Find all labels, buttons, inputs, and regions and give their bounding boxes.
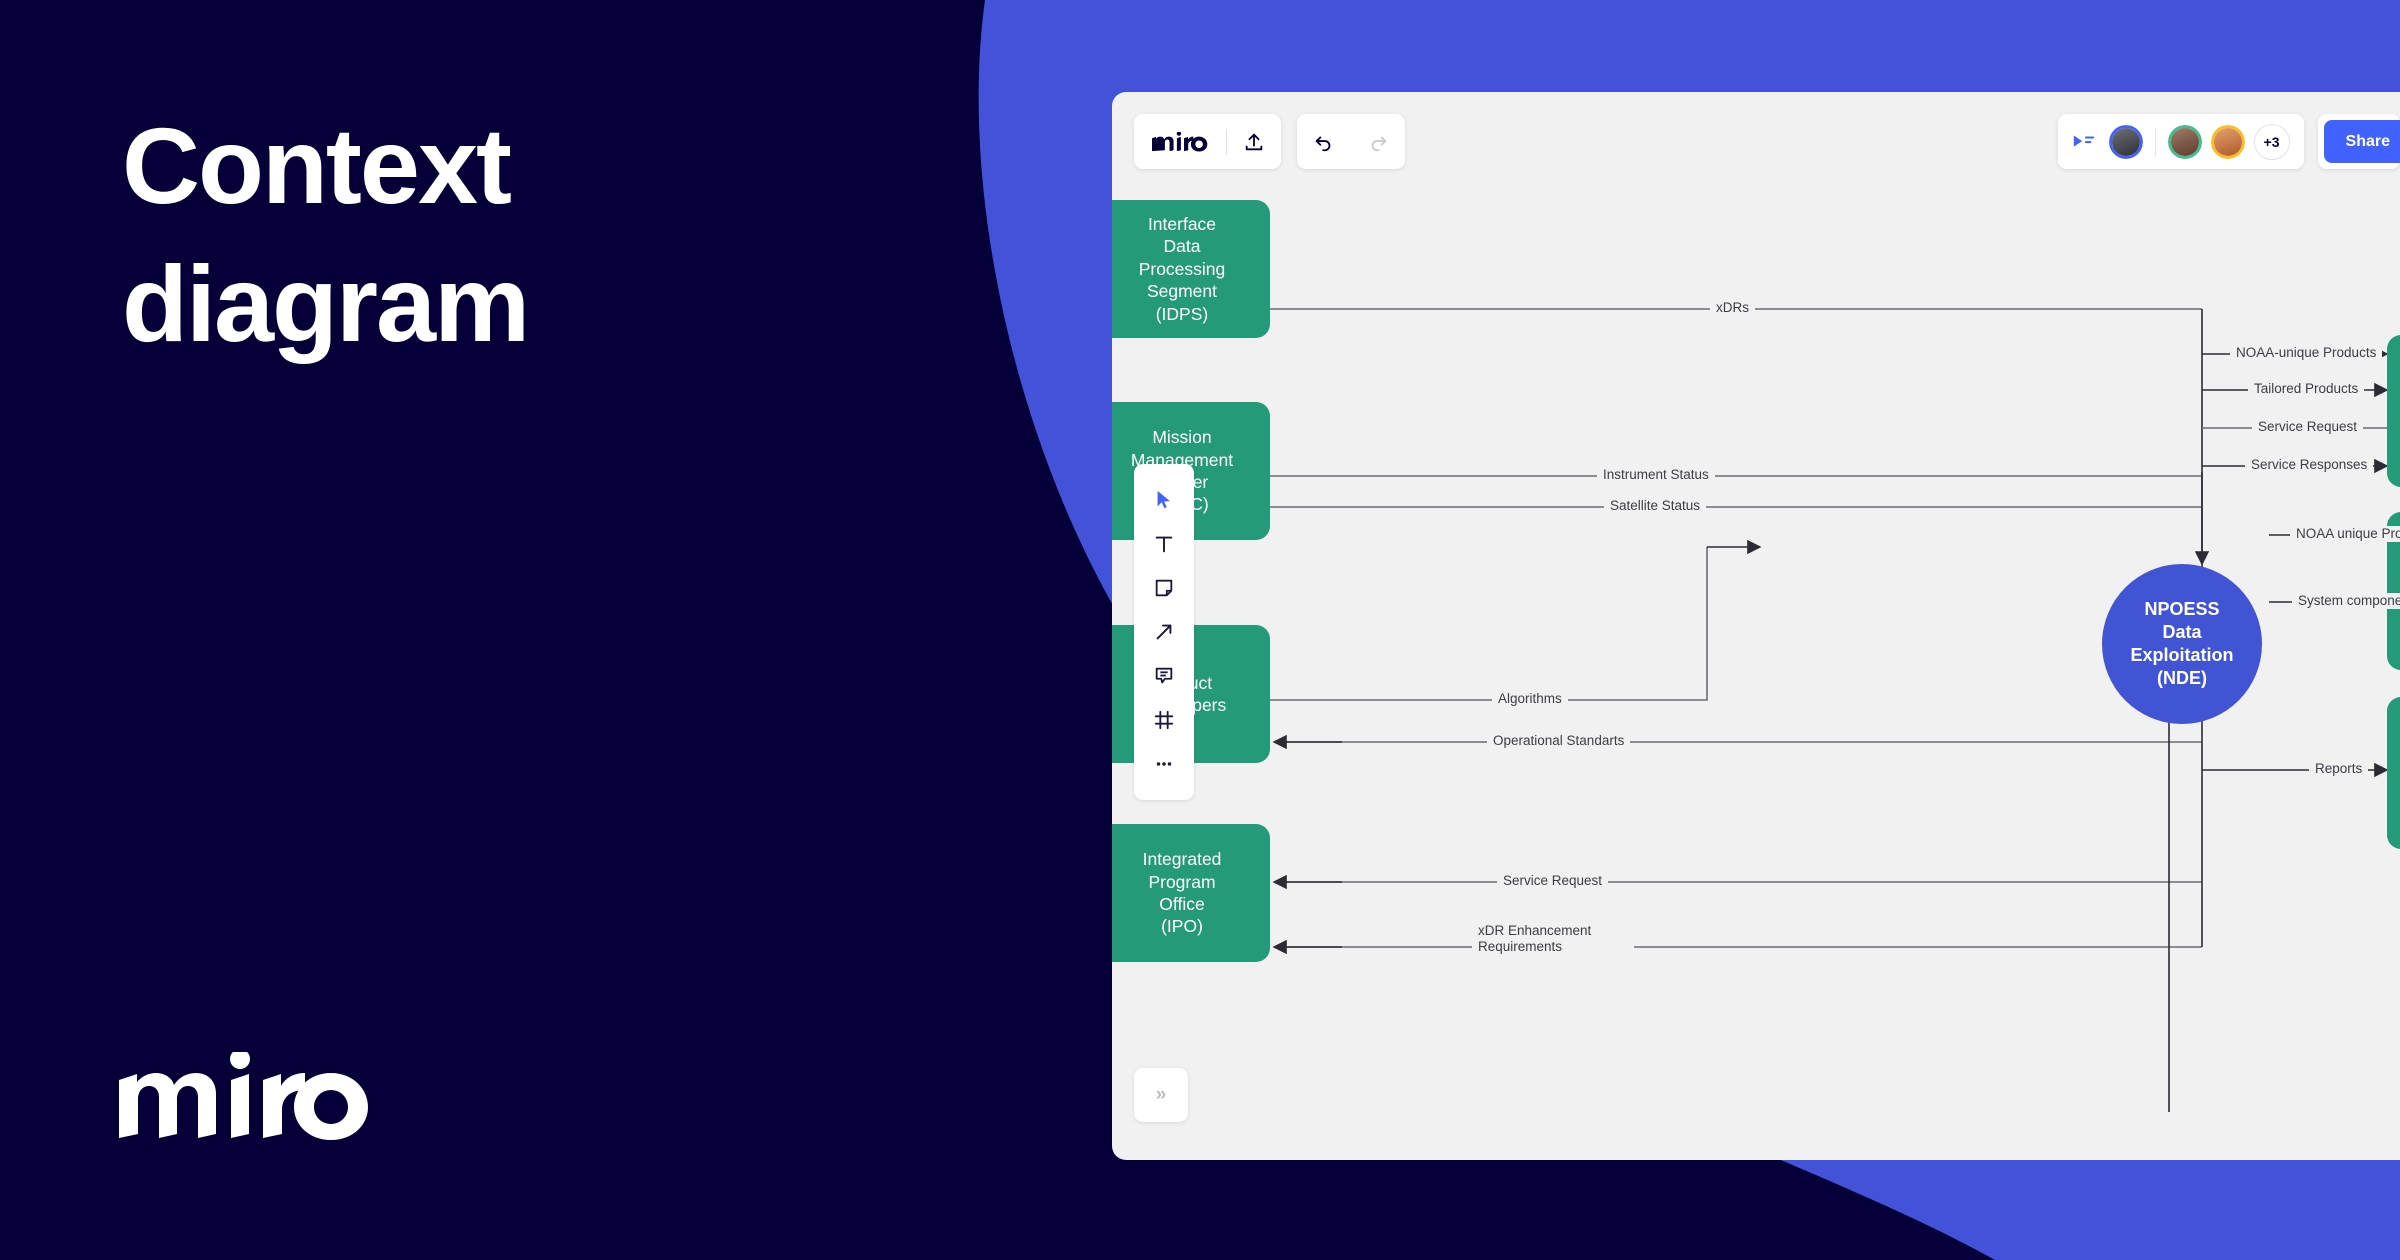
history-bar: [1297, 114, 1405, 169]
miro-board-window: Interface Data Processing Segment (IDPS)…: [1112, 92, 2400, 1160]
avatar-divider: [2154, 127, 2156, 156]
node-idps-line-3: Processing: [1138, 258, 1226, 279]
page-title-line-1: Context: [122, 105, 512, 226]
upload-icon: [1245, 133, 1263, 150]
edge-label-noaa-unique-products-customers: NOAA-unique Products: [2230, 345, 2383, 362]
node-idps-line-1: Interface: [1147, 214, 1217, 235]
node-ipo-line-2: Program: [1148, 871, 1216, 892]
edge-label-service-request-ipo: Service Request: [1497, 873, 1609, 890]
edge-label-satellite-status: Satellite Status: [1604, 498, 1707, 515]
edge-label-tailored-products: Tailored Products: [2248, 381, 2365, 398]
frame-tool-button[interactable]: [1134, 698, 1194, 742]
sticky-note-tool-button[interactable]: [1134, 566, 1194, 610]
board-top-toolbar: [1134, 114, 1405, 169]
text-tool-button[interactable]: [1134, 522, 1194, 566]
undo-icon: [1315, 136, 1331, 151]
select-tool-button[interactable]: [1134, 478, 1194, 522]
avatar-overflow-count[interactable]: +3: [2253, 123, 2290, 160]
edge-label-xdr-enh-line-1: xDR Enhancement: [1478, 923, 1592, 938]
sticky-note-icon: [1155, 579, 1173, 597]
share-button[interactable]: Share: [2323, 120, 2400, 163]
avatar-2[interactable]: [2210, 124, 2245, 159]
avatar-self[interactable]: [2108, 124, 2143, 159]
arrow-icon: [1156, 624, 1172, 640]
miro-logo-icon: [1152, 131, 1208, 152]
collaborators-bar: +3: [2057, 114, 2304, 169]
redo-button[interactable]: [1351, 114, 1405, 169]
comment-icon: [1155, 667, 1173, 684]
avatar-1[interactable]: [2167, 124, 2202, 159]
miro-brand-logo: [119, 1052, 368, 1140]
miro-logo-button[interactable]: [1134, 131, 1226, 152]
node-ipo-line-4: (IPO): [1161, 916, 1203, 937]
node-mmc-line-1: Mission: [1152, 427, 1212, 448]
edge-label-algorithms: Algorithms: [1492, 691, 1568, 708]
node-idps[interactable]: Interface Data Processing Segment (IDPS): [1112, 200, 1270, 338]
edge-label-instrument-status: Instrument Status: [1597, 467, 1715, 484]
node-idps-line-5: (IDPS): [1155, 303, 1209, 324]
node-ipo-line-1: Integrated: [1142, 849, 1222, 870]
tool-rail: [1134, 464, 1194, 800]
node-nde-line-4: (NDE): [2157, 668, 2207, 689]
node-idps-line-4: Segment: [1146, 281, 1218, 302]
node-idps-line-2: Data: [1163, 236, 1201, 257]
edge-label-service-request-customers: Service Request: [2252, 419, 2364, 436]
comment-tool-button[interactable]: [1134, 654, 1194, 698]
node-nde-line-1: NPOESS: [2144, 598, 2220, 619]
connection-line-tool-button[interactable]: [1134, 610, 1194, 654]
expand-panel-button[interactable]: »: [1134, 1068, 1188, 1122]
upload-button[interactable]: [1227, 114, 1281, 169]
cursor-icon: [1157, 490, 1170, 509]
page-title-line-2: diagram: [122, 243, 530, 364]
share-bar: Share: [2317, 114, 2400, 169]
edge-label-xdr-enhancement-requirements: xDR Enhancement Requirements: [1472, 923, 1634, 956]
edge-label-service-responses: Service Responses: [2245, 457, 2374, 474]
node-ipo-line-3: Office: [1159, 894, 1205, 914]
node-ipo[interactable]: Integrated Program Office (IPO): [1112, 824, 1270, 962]
page-title: Context diagram: [122, 112, 882, 358]
board-top-right: +3 Share: [2057, 114, 2400, 169]
presenter-cursor-icon[interactable]: [2072, 133, 2096, 151]
edge-label-operational-standarts: Operational Standarts: [1487, 733, 1631, 750]
edge-label-xdrs: xDRs: [1710, 300, 1755, 317]
node-management[interactable]: Management: [2387, 697, 2400, 849]
miro-menu-bar: [1134, 114, 1281, 169]
edge-label-xdr-enh-line-2: Requirements: [1478, 939, 1563, 955]
node-class[interactable]: Comprehensive Large Array Stewardship Sy…: [2387, 512, 2400, 670]
edge-label-system-components: System components: [2292, 593, 2400, 610]
frame-icon: [1154, 710, 1174, 730]
redo-icon: [1371, 136, 1387, 151]
ellipsis-icon: [1156, 762, 1172, 766]
node-nde-line-2: Data: [2162, 621, 2202, 642]
text-icon: [1155, 536, 1173, 553]
board-canvas[interactable]: Interface Data Processing Segment (IDPS)…: [1112, 92, 2400, 1160]
node-nde[interactable]: NPOESS Data Exploitation (NDE): [2102, 564, 2262, 724]
node-nde-line-3: Exploitation: [2130, 645, 2234, 665]
undo-button[interactable]: [1297, 114, 1351, 169]
edge-label-reports: Reports: [2309, 761, 2369, 778]
edge-label-noaa-unique-products-class: NOAA unique Products: [2290, 526, 2400, 543]
more-tools-button[interactable]: [1134, 742, 1194, 786]
node-customers[interactable]: Customers: [2387, 335, 2400, 487]
